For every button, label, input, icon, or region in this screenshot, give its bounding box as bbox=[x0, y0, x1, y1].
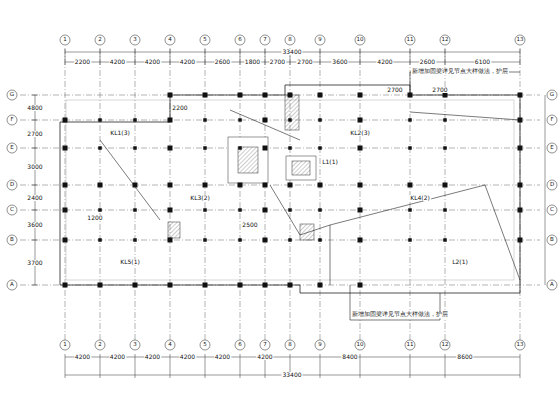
axis-number: 13 bbox=[516, 37, 525, 43]
axis-number: 13 bbox=[516, 342, 525, 348]
dimension-text: 2700 bbox=[269, 59, 286, 65]
dimension-text: 2700 bbox=[296, 59, 313, 65]
dimension-text: 3700 bbox=[26, 260, 43, 266]
dimension-text: 33400 bbox=[281, 372, 302, 378]
axis-number: G bbox=[549, 92, 555, 98]
axis-number: 7 bbox=[262, 342, 268, 348]
axis-number: 10 bbox=[356, 37, 365, 43]
dimension-text: 4200 bbox=[74, 354, 91, 360]
dimension-text: 3600 bbox=[331, 59, 348, 65]
dimension-text: L1(1) bbox=[321, 159, 339, 165]
building-outline bbox=[60, 85, 520, 293]
axis-number: 8 bbox=[287, 37, 293, 43]
axis-number: 12 bbox=[441, 342, 450, 348]
dimension-text: 2200 bbox=[74, 59, 91, 65]
axis-number: C bbox=[549, 207, 555, 213]
dimension-text: 8600 bbox=[456, 354, 473, 360]
dimension-text: 1200 bbox=[86, 215, 103, 221]
dimension-lines bbox=[32, 49, 545, 378]
dimension-text: 8400 bbox=[341, 354, 358, 360]
dimension-text: 4200 bbox=[256, 354, 273, 360]
dimension-text: 6100 bbox=[474, 59, 491, 65]
axis-number: D bbox=[9, 182, 15, 188]
axis-number: F bbox=[549, 117, 554, 123]
dimension-text: 33400 bbox=[281, 49, 302, 55]
columns bbox=[63, 93, 523, 288]
dimension-text: KL2(3) bbox=[349, 130, 371, 136]
axis-number: 9 bbox=[317, 37, 323, 43]
dimension-text: 4800 bbox=[26, 105, 43, 111]
axis-number: F bbox=[9, 117, 14, 123]
dimension-text: 2500 bbox=[241, 222, 258, 228]
dimension-text: 4200 bbox=[179, 59, 196, 65]
dimension-text: KL5(1) bbox=[119, 259, 141, 265]
axis-number: 4 bbox=[167, 37, 173, 43]
axis-number: E bbox=[549, 145, 554, 151]
axis-number: 6 bbox=[237, 37, 243, 43]
dimension-text: 2600 bbox=[214, 59, 231, 65]
leader-lines bbox=[100, 72, 520, 320]
axis-number: 7 bbox=[262, 37, 268, 43]
dimension-text: L2(1) bbox=[451, 259, 469, 265]
dimension-text: 2700 bbox=[386, 87, 403, 93]
dimension-text: 2200 bbox=[171, 105, 188, 111]
axis-number: 1 bbox=[62, 342, 68, 348]
axis-number: 2 bbox=[97, 37, 103, 43]
axis-number: 5 bbox=[202, 37, 208, 43]
axis-number: D bbox=[549, 182, 555, 188]
note-text: 新增加固梁详见节点大样做法，护层 bbox=[411, 69, 509, 75]
axis-number: 1 bbox=[62, 37, 68, 43]
dimension-text: KL4(2) bbox=[409, 195, 431, 201]
dimension-text: 2700 bbox=[26, 131, 43, 137]
axis-number: A bbox=[9, 282, 15, 288]
dimension-text: KL1(3) bbox=[109, 130, 131, 136]
axis-number: E bbox=[9, 145, 14, 151]
note-text: 新增加固梁详见节点大样做法，护层 bbox=[351, 312, 449, 318]
axis-number: 2 bbox=[97, 342, 103, 348]
axis-number: A bbox=[549, 282, 555, 288]
axis-number: 3 bbox=[132, 342, 138, 348]
axis-number: B bbox=[9, 237, 15, 243]
axis-number: 5 bbox=[202, 342, 208, 348]
dimension-text: 4200 bbox=[179, 354, 196, 360]
dimension-text: KL3(2) bbox=[189, 195, 211, 201]
axis-bubbles bbox=[7, 35, 557, 350]
dimension-text: 2600 bbox=[419, 59, 436, 65]
axis-number: G bbox=[9, 92, 15, 98]
axis-number: B bbox=[549, 237, 555, 243]
dimension-text: 1800 bbox=[244, 59, 261, 65]
dimension-text: 3600 bbox=[26, 222, 43, 228]
dimension-text: 4200 bbox=[144, 354, 161, 360]
axis-number: 11 bbox=[406, 342, 415, 348]
dimension-text: 4200 bbox=[144, 59, 161, 65]
dimension-text: 4200 bbox=[214, 354, 231, 360]
dimension-text: 2400 bbox=[26, 195, 43, 201]
axis-number: 11 bbox=[406, 37, 415, 43]
dimension-text: 4200 bbox=[109, 59, 126, 65]
dimension-text: 4200 bbox=[109, 354, 126, 360]
axis-number: 8 bbox=[287, 342, 293, 348]
axis-number: C bbox=[9, 207, 15, 213]
axis-number: 12 bbox=[441, 37, 450, 43]
dimension-text: 2700 bbox=[431, 87, 448, 93]
axis-number: 9 bbox=[317, 342, 323, 348]
axis-number: 6 bbox=[237, 342, 243, 348]
dimension-text: 4200 bbox=[376, 59, 393, 65]
dimension-text: 3000 bbox=[26, 164, 43, 170]
axis-number: 10 bbox=[356, 342, 365, 348]
hatched-zones bbox=[168, 95, 316, 240]
axis-number: 3 bbox=[132, 37, 138, 43]
axis-number: 4 bbox=[167, 342, 173, 348]
